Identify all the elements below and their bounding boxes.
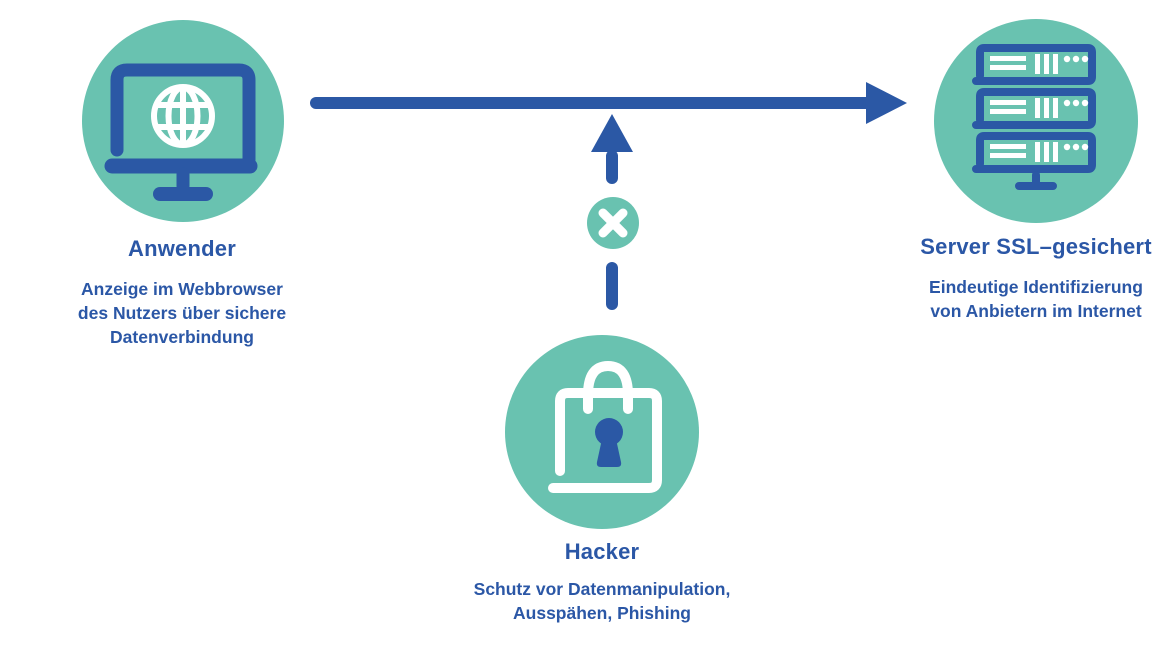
monitor-globe-icon xyxy=(104,63,258,201)
arrow-anwender-to-server xyxy=(310,82,907,124)
server-unit xyxy=(972,44,1096,85)
arrow-hacker-blocked xyxy=(587,114,639,310)
globe-icon xyxy=(151,84,215,148)
hacker-circle xyxy=(505,335,699,529)
server-description: Eindeutige Identifizierung von Anbietern… xyxy=(929,277,1143,321)
anwender-description: Anzeige im Webbrowser des Nutzers über s… xyxy=(77,279,287,347)
anwender-title: Anwender xyxy=(128,236,236,261)
server-circle xyxy=(934,19,1138,223)
anwender-circle xyxy=(82,20,284,222)
x-mark-icon xyxy=(587,197,639,249)
padlock-icon xyxy=(548,360,662,493)
server-rack-icon xyxy=(972,44,1096,190)
hacker-description: Schutz vor Datenmanipulation, Ausspähen,… xyxy=(473,579,731,623)
server-title: Server SSL–gesichert xyxy=(920,234,1152,259)
hacker-title: Hacker xyxy=(564,539,640,564)
server-unit xyxy=(972,88,1096,129)
keyhole-icon xyxy=(595,418,623,467)
server-unit xyxy=(972,132,1096,173)
